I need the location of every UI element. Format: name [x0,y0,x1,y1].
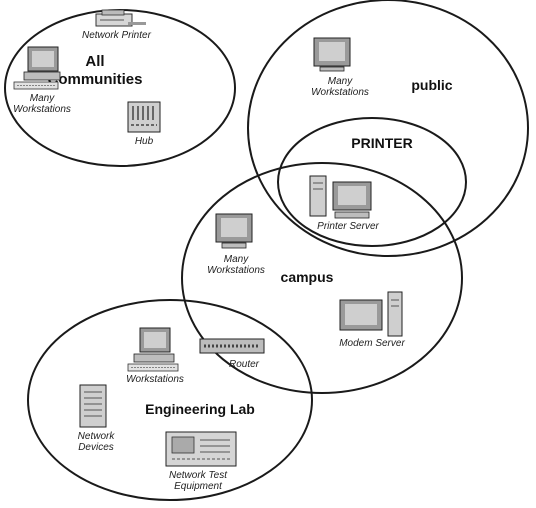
printer-server-label: Printer Server [317,221,379,232]
all-workstations-label-line2: Workstations [13,104,71,115]
eng-workstations-label: Workstations [126,374,184,385]
server-icon [309,175,372,219]
network-printer-icon [95,9,146,27]
public-ring [247,0,529,257]
server-icon [339,291,403,337]
workstation-icon [127,327,179,372]
test-equipment-icon [165,431,237,467]
network-devices-label-line2: Devices [78,442,114,453]
router-icon [199,338,265,354]
engineering-lab-ring [27,299,313,501]
all-communities-title-line2: Communities [47,71,142,88]
public-workstations-label-line1: Many [328,76,353,87]
campus-ring [181,162,463,394]
printer-ring [277,117,467,247]
network-printer-label: Network Printer [82,30,152,41]
modem-server-label: Modem Server [339,338,405,349]
hub-label: Hub [135,136,154,147]
campus-workstations-label-line1: Many [224,254,249,265]
router-label: Router [229,359,260,370]
campus-title: campus [281,269,334,285]
public-title: public [411,77,452,93]
printer-title: PRINTER [351,135,412,151]
test-equipment-label-line2: Equipment [174,481,223,492]
hub-icon [127,101,161,133]
network-devices-label-line1: Network [78,431,116,442]
all-communities-title-line1: All [85,53,104,70]
workstation-icon [215,213,253,249]
network-device-icon [79,384,107,428]
workstation-icon [313,37,351,72]
engineering-lab-title: Engineering Lab [145,401,255,417]
all-workstations-label-line1: Many [30,93,55,104]
public-workstations-label-line2: Workstations [311,87,369,98]
test-equipment-label-line1: Network Test [169,470,228,481]
campus-workstations-label-line2: Workstations [207,265,265,276]
workstation-icon [13,46,61,90]
